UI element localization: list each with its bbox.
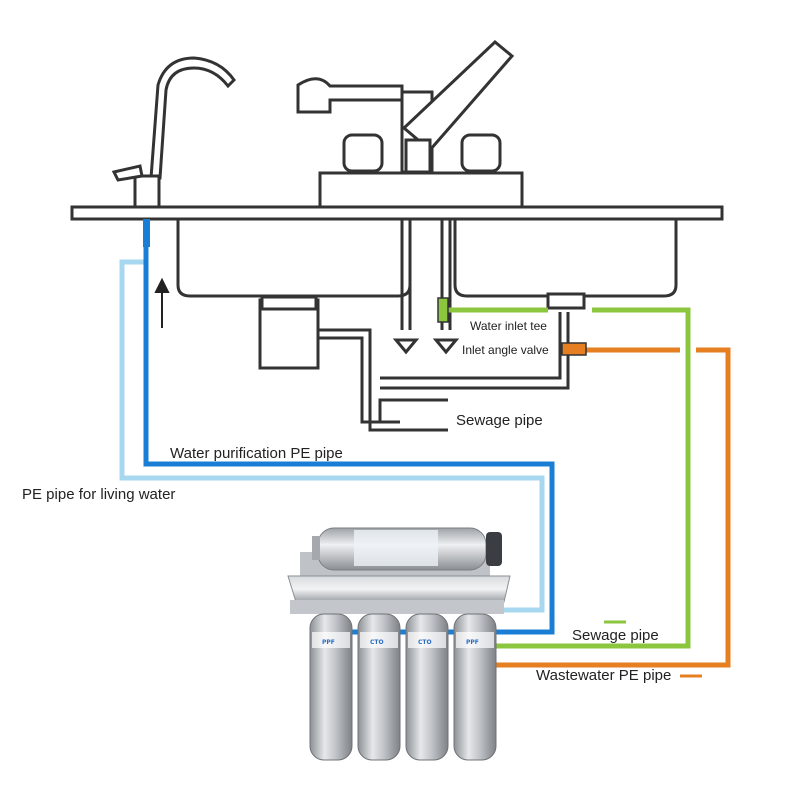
- faucet-neck: [404, 138, 432, 174]
- purified-riser: [143, 219, 150, 247]
- ro-membrane-label: [354, 530, 438, 566]
- sewage-pipe-bottom-label: Sewage pipe: [572, 627, 659, 644]
- mount-bracket-shelf: [287, 575, 511, 603]
- wastewater-pipe: [494, 347, 731, 668]
- water-inlet-tee-label: Water inlet tee: [470, 319, 547, 333]
- up-arrow-icon: [154, 277, 170, 328]
- drain-collar: [260, 295, 318, 311]
- sink-assembly: [70, 40, 724, 432]
- drain-right: [546, 292, 586, 310]
- faucet-handle-left: [342, 133, 384, 173]
- inlet-angle-valve-label: Inlet angle valve: [462, 343, 549, 357]
- sewage-pipe-green: [448, 307, 691, 649]
- ro-membrane-cap: [486, 532, 502, 566]
- filter-cartridge-icon: CTO: [405, 613, 449, 761]
- filter-cartridge-icon: PPF: [309, 613, 353, 761]
- countertop: [70, 205, 724, 221]
- purifier-tap-icon: [149, 56, 236, 180]
- faucet-spout-icon: [296, 77, 404, 114]
- filter-cartridge-icon: CTO: [357, 613, 401, 761]
- ro-membrane-fitting: [312, 536, 320, 560]
- purifier-tap-base: [133, 174, 161, 209]
- faucet-base: [318, 171, 524, 209]
- filter-tag-3: CTO: [418, 639, 432, 646]
- living-water-pipe: [119, 259, 545, 613]
- filter-unit: PPF CTO CTO PPF: [287, 527, 511, 761]
- filter-cartridge-icon: PPF: [453, 613, 497, 761]
- wastewater-pipe-label: Wastewater PE pipe: [536, 667, 672, 684]
- mount-bracket-front: [290, 600, 504, 614]
- waste-trap: [318, 312, 570, 432]
- water-purification-pipe-label: Water purification PE pipe: [170, 445, 343, 462]
- inlet-angle-valve-fitting: [561, 342, 587, 356]
- right-basin: [453, 212, 678, 298]
- faucet-handle-right: [460, 133, 502, 173]
- supply-hose-left: [400, 220, 452, 330]
- filter-tag-1: PPF: [322, 639, 335, 646]
- angle-valve-right-icon: [432, 338, 460, 355]
- filter-tag-4: PPF: [466, 639, 479, 646]
- living-water-pipe-label: PE pipe for living water: [22, 486, 176, 503]
- water-inlet-tee-fitting: [437, 297, 449, 323]
- sewage-pipe-top-label: Sewage pipe: [456, 412, 543, 429]
- filter-tag-2: CTO: [370, 639, 384, 646]
- left-basin: [176, 212, 412, 298]
- purifier-tap-lever: [111, 164, 144, 182]
- angle-valve-left-icon: [392, 338, 420, 355]
